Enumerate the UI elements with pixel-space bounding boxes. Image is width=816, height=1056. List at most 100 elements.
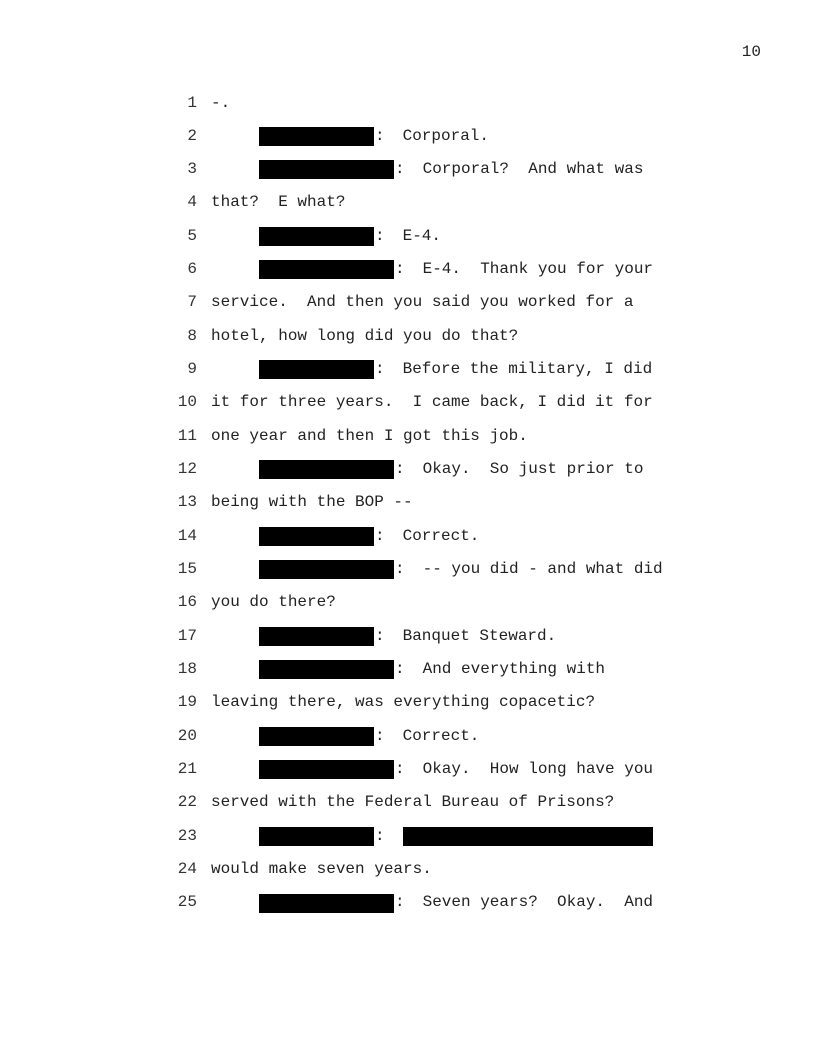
transcript-line: 18 :And everything with	[0, 653, 816, 686]
speech-text: -- you did - and what did	[422, 560, 663, 579]
colon: :	[375, 526, 385, 545]
line-number: 4	[187, 193, 197, 212]
transcript-line: 25 :Seven years? Okay. And	[0, 886, 816, 919]
redacted-speaker-name	[259, 460, 394, 480]
line-number: 18	[177, 660, 197, 679]
line-text: one year and then I got this job.	[211, 426, 528, 445]
redacted-speaker-name	[259, 360, 374, 380]
transcript-line: 1-.	[0, 87, 816, 120]
speaker-line: : Banquet Steward.	[259, 620, 556, 653]
redacted-speaker-name	[259, 893, 394, 913]
line-number: 19	[177, 693, 197, 712]
colon: :	[395, 893, 405, 912]
speaker-line: :And everything with	[259, 653, 605, 686]
line-text: it for three years. I came back, I did i…	[211, 393, 653, 412]
speaker-line: :Corporal? And what was	[259, 153, 643, 186]
line-number: 21	[177, 760, 197, 779]
redacted-speaker-name	[259, 226, 374, 246]
colon: :	[375, 726, 385, 745]
speech-text: E-4. Thank you for your	[422, 260, 654, 279]
line-number: 16	[177, 593, 197, 612]
redacted-speaker-name	[259, 726, 374, 746]
line-number: 14	[177, 526, 197, 545]
speaker-line: : -- you did - and what did	[259, 553, 663, 586]
redacted-speaker-name	[259, 826, 374, 846]
redacted-speaker-name	[259, 260, 394, 280]
speaker-line: :Seven years? Okay. And	[259, 886, 653, 919]
transcript-line: 16 you do there?	[0, 586, 816, 619]
transcript-line: 9 :Before the military, I did	[0, 353, 816, 386]
line-number: 1	[187, 93, 197, 112]
line-text: you do there?	[211, 593, 336, 612]
line-number: 9	[187, 360, 197, 379]
transcript-line: 10 it for three years. I came back, I did…	[0, 386, 816, 419]
line-text: being with the BOP --	[211, 493, 413, 512]
transcript-line: 17: Banquet Steward.	[0, 620, 816, 653]
colon: :	[395, 560, 405, 579]
line-text: would make seven years.	[211, 860, 432, 879]
line-number: 6	[187, 260, 197, 279]
line-number: 5	[187, 226, 197, 245]
colon: :	[395, 760, 405, 779]
redacted-speaker-name	[259, 526, 374, 546]
line-number: 24	[177, 860, 197, 879]
line-number: 25	[177, 893, 197, 912]
speech-text: Correct.	[402, 726, 480, 745]
speech-text: Banquet Steward.	[402, 626, 557, 645]
transcript-line: 6: E-4. Thank you for your	[0, 253, 816, 286]
speaker-line: : E-4. Thank you for your	[259, 253, 653, 286]
redacted-speaker-name	[259, 626, 374, 646]
speech-text: Correct.	[402, 526, 480, 545]
line-number: 15	[177, 560, 197, 579]
colon: :	[375, 126, 385, 145]
redacted-speaker-name	[259, 660, 394, 680]
redacted-answer	[402, 826, 653, 846]
page-number: 10	[741, 43, 761, 61]
line-number: 7	[187, 293, 197, 312]
speaker-line: : Corporal.	[259, 120, 489, 153]
line-number: 13	[177, 493, 197, 512]
transcript-line: 23:	[0, 820, 816, 853]
speaker-line: :Before the military, I did	[259, 353, 652, 386]
speech-text: Corporal? And what was	[422, 160, 644, 179]
line-number: 12	[177, 460, 197, 479]
colon: :	[375, 826, 385, 845]
line-text: that? E what?	[211, 193, 346, 212]
colon: :	[375, 626, 385, 645]
colon: :	[395, 260, 405, 279]
speaker-line: : Okay. How long have you	[259, 753, 653, 786]
colon: :	[375, 360, 385, 379]
transcript-line: 14: Correct.	[0, 520, 816, 553]
redacted-speaker-name	[259, 126, 374, 146]
line-text: leaving there, was everything copacetic?	[211, 693, 596, 712]
transcript-line: 12: Okay. So just prior to	[0, 453, 816, 486]
speech-text: E-4.	[402, 226, 441, 245]
speaker-line: : E-4.	[259, 220, 441, 253]
colon: :	[395, 460, 405, 479]
transcript-line: 13 being with the BOP --	[0, 486, 816, 519]
transcript-line: 21: Okay. How long have you	[0, 753, 816, 786]
speaker-line: : Okay. So just prior to	[259, 453, 643, 486]
line-number: 23	[177, 826, 197, 845]
line-number: 22	[177, 793, 197, 812]
line-number: 17	[177, 626, 197, 645]
line-number: 3	[187, 160, 197, 179]
speech-text: Corporal.	[402, 126, 490, 145]
transcript-line: 5: E-4.	[0, 220, 816, 253]
speaker-line: : Correct.	[259, 520, 479, 553]
speech-text: Okay. How long have you	[422, 760, 654, 779]
line-number: 10	[177, 393, 197, 412]
redacted-speaker-name	[259, 160, 394, 180]
transcript-line: 19 leaving there, was everything copaceti…	[0, 686, 816, 719]
line-number: 2	[187, 126, 197, 145]
line-number: 20	[177, 726, 197, 745]
colon: :	[375, 226, 385, 245]
transcript-line: 15: -- you did - and what did	[0, 553, 816, 586]
speech-text: Okay. So just prior to	[422, 460, 644, 479]
colon: :	[395, 660, 405, 679]
transcript-line: 3 :Corporal? And what was	[0, 153, 816, 186]
